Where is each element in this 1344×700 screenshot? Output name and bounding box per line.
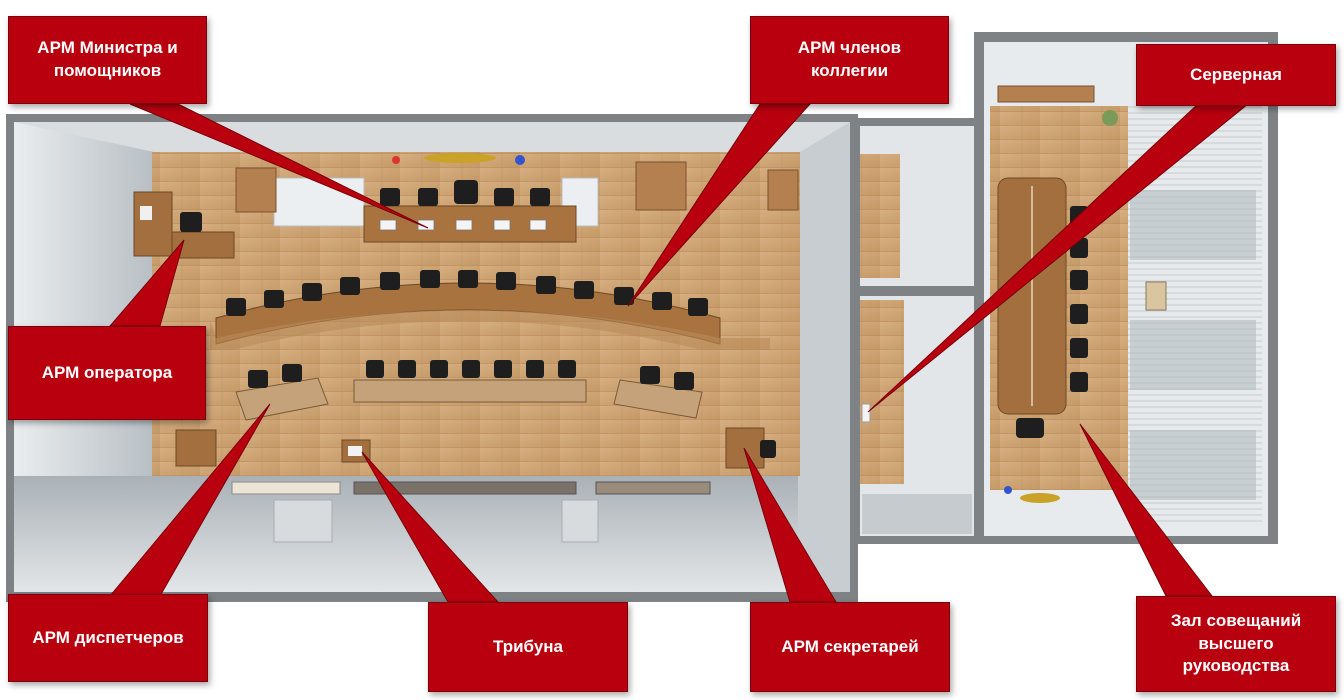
board-members-desk — [210, 270, 770, 350]
flag-icon — [1004, 486, 1012, 494]
label-tribune: Трибуна — [428, 602, 628, 692]
minister-desk-area — [235, 153, 799, 243]
label-operator-workstation: АРМ оператора — [8, 326, 206, 420]
callout-pointers — [108, 103, 1250, 603]
label-secretaries-workstation: АРМ секретарей — [750, 602, 950, 692]
label-board-members-workstation: АРМ членов коллегии — [750, 16, 949, 104]
plant-icon — [1102, 110, 1118, 126]
label-dispatchers-workstation: АРМ диспетчеров — [8, 594, 208, 682]
label-server-room: Серверная — [1136, 44, 1336, 106]
side-rooms — [852, 118, 982, 544]
secretaries-desk — [175, 427, 776, 469]
label-executive-meeting-hall: Зал совещаний высшего руководства — [1136, 596, 1336, 692]
flag-icon — [392, 156, 400, 164]
tribune — [341, 439, 371, 463]
flag-icon — [515, 155, 525, 165]
emblem-icon — [424, 153, 496, 163]
dispatchers-desk — [235, 364, 703, 421]
label-minister-workstation: АРМ Министра и помощников — [8, 16, 207, 104]
middle-desk-rows — [353, 360, 587, 403]
